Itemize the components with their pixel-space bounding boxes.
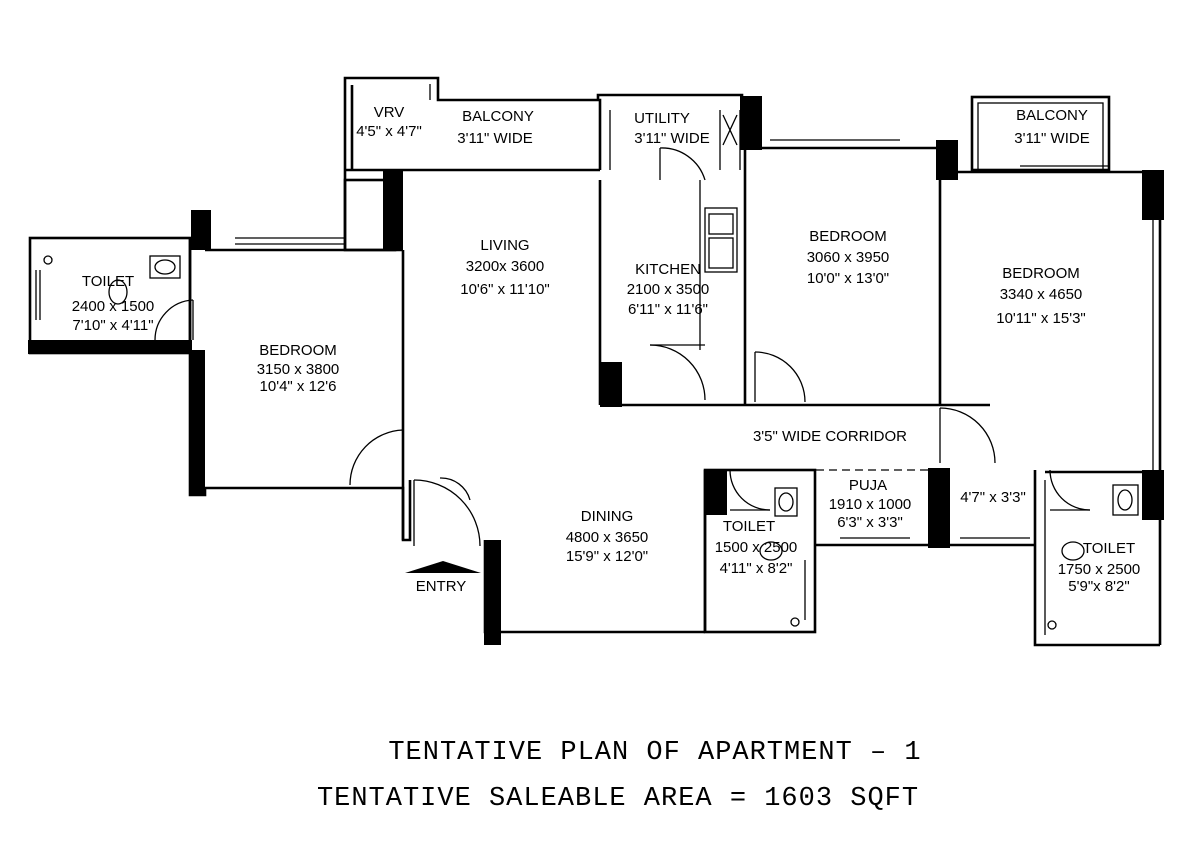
puja-dims-ft: 6'3" x 3'3" [837,514,903,531]
toilet-mid-dims-ft: 4'11" x 8'2" [720,560,793,577]
fixtures [43,180,1139,630]
living-dims-ft: 10'6" x 11'10" [460,281,550,298]
living-dims-mm: 3200x 3600 [466,258,544,275]
entry-marker: ENTRY [405,561,481,595]
toilet-left-dims-ft: 7'10" x 4'11" [72,317,153,334]
plan-caption: TENTATIVE PLAN OF APARTMENT – 1 TENTATIV… [317,738,921,814]
kitchen-dims-mm: 2100 x 3500 [627,281,710,298]
balcony-left-dims: 3'11" WIDE [457,130,532,147]
bedroom-left-dims-mm: 3150 x 3800 [257,361,340,378]
bedroom-right-dims-ft: 10'11" x 15'3" [996,310,1086,327]
bedroom-mid-dims-mm: 3060 x 3950 [807,249,890,266]
entry-label: ENTRY [416,578,467,595]
vrv-dims: 4'5" x 4'7" [356,123,422,140]
caption-title: TENTATIVE PLAN OF APARTMENT – 1 [388,738,921,768]
bedroom-right-name: BEDROOM [1002,265,1080,282]
puja-name: PUJA [849,477,887,494]
toilet-mid-dims-mm: 1500 x 2500 [715,539,798,556]
bedroom-left-dims-ft: 10'4" x 12'6 [260,378,337,395]
kitchen-dims-ft: 6'11" x 11'6" [628,301,708,318]
toilet-left-dims-mm: 2400 x 1500 [72,298,155,315]
corridor-name: 3'5" WIDE CORRIDOR [753,428,907,445]
bedroom-mid-name: BEDROOM [809,228,887,245]
dining-name: DINING [581,508,634,525]
room-labels: VRV 4'5" x 4'7" BALCONY 3'11" WIDE UTILI… [72,104,1141,595]
entry-arrow-icon [405,561,481,573]
balcony-right-dims: 3'11" WIDE [1014,130,1089,147]
toilet-left-name: TOILET [82,273,134,290]
toilet-right-dims-mm: 1750 x 2500 [1058,561,1141,578]
passage-name: 4'7" x 3'3" [960,489,1026,506]
bedroom-mid-dims-ft: 10'0" x 13'0" [807,270,889,287]
toilet-right-dims-ft: 5'9"x 8'2" [1068,578,1129,595]
doors [154,147,1091,547]
balcony-left-name: BALCONY [462,108,534,125]
toilet-right-name: TOILET [1083,540,1135,557]
caption-area: TENTATIVE SALEABLE AREA = 1603 SQFT [317,784,919,814]
utility-name: UTILITY [634,110,690,127]
bedroom-left-name: BEDROOM [259,342,337,359]
dining-dims-mm: 4800 x 3650 [566,529,649,546]
bedroom-right-dims-mm: 3340 x 4650 [1000,286,1083,303]
utility-dims: 3'11" WIDE [634,130,709,147]
living-name: LIVING [480,237,529,254]
dining-dims-ft: 15'9" x 12'0" [566,548,648,565]
kitchen-name: KITCHEN [635,261,701,278]
toilet-mid-name: TOILET [723,518,775,535]
vrv-name: VRV [374,104,405,121]
walls [28,76,1164,647]
puja-dims-mm: 1910 x 1000 [829,496,912,513]
balcony-right-name: BALCONY [1016,107,1088,124]
